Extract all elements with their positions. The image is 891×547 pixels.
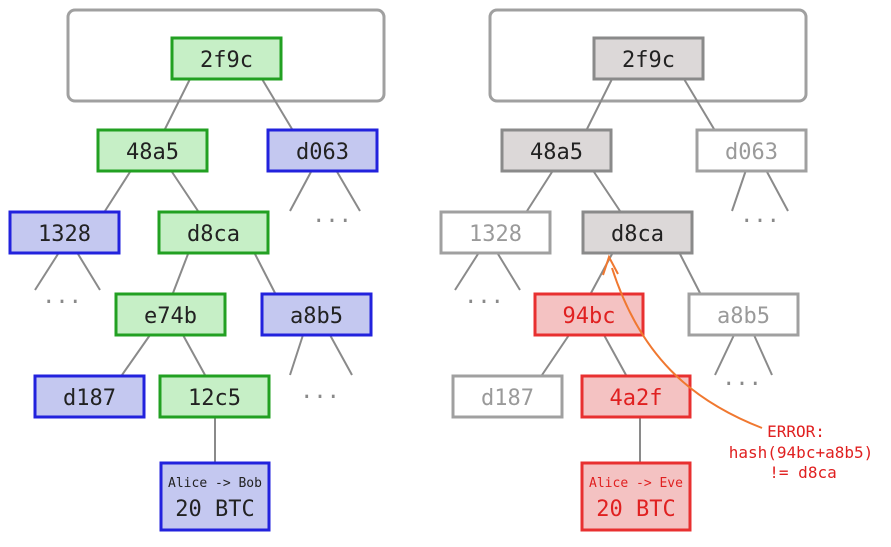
right-transaction-node [580,461,692,532]
right-node-1328-label: 1328 [469,222,522,247]
left-node-d8ca-label: d8ca [187,222,240,247]
left-tree-edges [34,78,361,462]
left-node-1328 [8,210,121,255]
left-transaction-amount: 20 BTC [175,497,254,522]
right-node-a8b5 [687,292,800,337]
right-root-node [592,36,705,81]
right-ellipsis-a8b5: ... [722,366,762,391]
error-mismatch: != d8ca [769,463,836,482]
left-transaction-node [159,461,271,532]
left-ellipsis-1328: ... [42,284,82,309]
right-node-1328 [439,210,552,255]
left-node-48a5-label: 48a5 [126,140,179,165]
left-node-12c5 [158,374,271,419]
left-node-d063-label: d063 [296,140,349,165]
left-ellipsis-d063: ... [312,203,352,228]
error-hash-expr: hash(94bc+a8b5) [729,443,874,462]
right-node-94bc-label: 94bc [563,304,616,329]
right-merkle-tree: 2f9c 48a5 d063 1328 d8ca 94bc a8b5 d187 … [439,8,874,532]
right-node-94bc [533,292,645,337]
left-node-a8b5-label: a8b5 [290,304,343,329]
right-node-48a5-label: 48a5 [530,140,583,165]
right-tree-edges [454,78,789,462]
right-transaction-amount: 20 BTC [596,497,675,522]
error-arrow [611,267,763,429]
left-node-d8ca [157,210,270,255]
right-node-d187 [451,374,564,419]
right-node-48a5 [500,128,613,173]
left-node-e74b-label: e74b [144,304,197,329]
left-block-header [66,8,386,103]
left-node-1328-label: 1328 [38,222,91,247]
error-arrowhead [602,254,619,276]
right-node-4a2f [580,374,692,419]
left-node-12c5-label: 12c5 [188,386,241,411]
left-root-hash: 2f9c [200,48,253,73]
left-root-node [170,36,283,81]
left-node-a8b5 [260,292,373,337]
right-ellipsis-d063: ... [740,203,780,228]
left-node-d187-label: d187 [63,386,116,411]
right-node-d8ca [581,210,694,255]
right-node-d8ca-label: d8ca [611,222,664,247]
left-ellipsis-a8b5: ... [300,379,340,404]
right-node-a8b5-label: a8b5 [717,304,770,329]
right-ellipsis-1328: ... [464,284,504,309]
left-node-e74b [114,292,227,337]
right-node-d187-label: d187 [481,386,534,411]
left-node-d187 [33,374,146,419]
left-transaction-parties: Alice -> Bob [168,476,262,491]
left-merkle-tree: 2f9c 48a5 d063 1328 d8ca e74b a8b5 d187 … [8,8,386,532]
right-node-d063 [695,128,808,173]
right-transaction-parties: Alice -> Eve [589,476,683,491]
error-title: ERROR: [767,422,825,441]
left-node-48a5 [96,128,209,173]
right-node-4a2f-label: 4a2f [610,386,663,411]
left-node-d063 [266,128,379,173]
right-block-header [488,8,808,103]
right-root-hash: 2f9c [622,48,675,73]
right-node-d063-label: d063 [725,140,778,165]
